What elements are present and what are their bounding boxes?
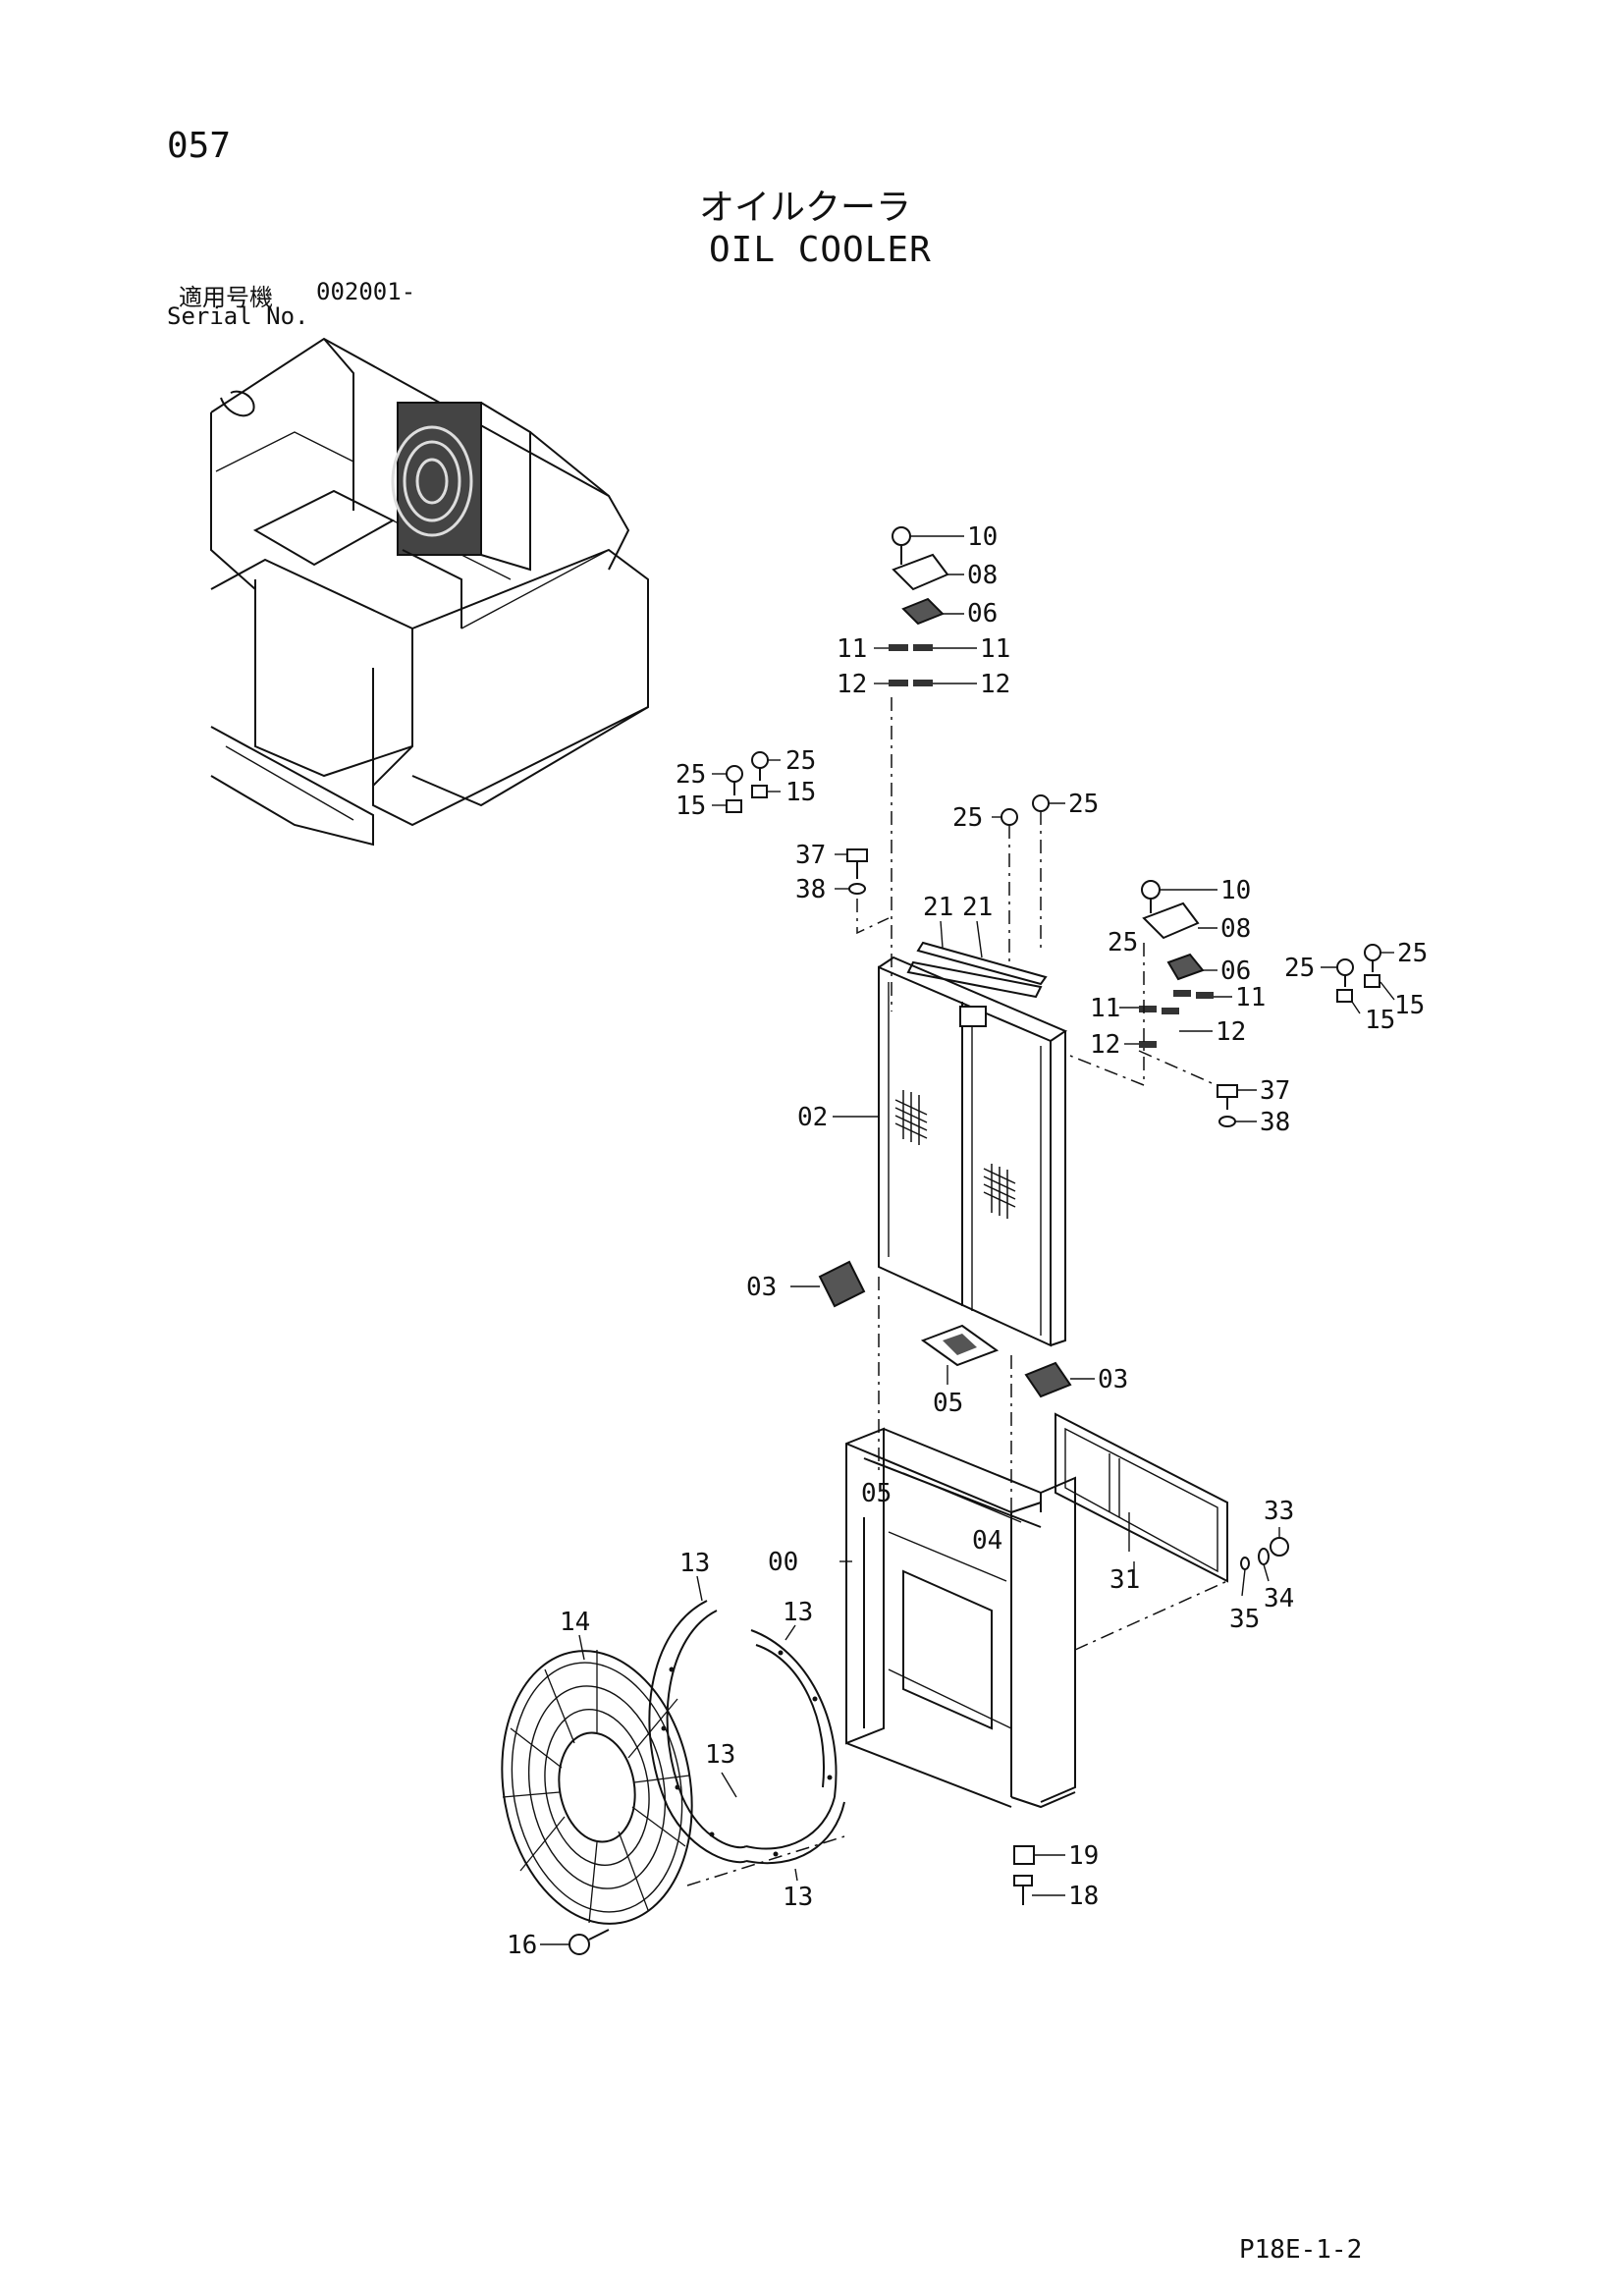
label-12b: 12 bbox=[980, 670, 1010, 699]
serial-label-english: Serial No. bbox=[167, 302, 309, 330]
label-25f: 25 bbox=[1284, 954, 1315, 983]
oil-cooler-core-02 bbox=[833, 956, 1068, 1347]
label-15b: 15 bbox=[785, 778, 816, 807]
bolt-37-washer-38-left bbox=[835, 848, 890, 935]
label-37b: 37 bbox=[1260, 1076, 1290, 1106]
label-05b: 05 bbox=[861, 1479, 892, 1508]
label-19: 19 bbox=[1068, 1841, 1099, 1871]
label-25b: 25 bbox=[785, 746, 816, 776]
label-00: 00 bbox=[768, 1548, 798, 1577]
label-15d: 15 bbox=[1394, 991, 1425, 1020]
label-25d: 25 bbox=[1068, 790, 1099, 819]
label-10a: 10 bbox=[967, 522, 998, 552]
label-14: 14 bbox=[560, 1608, 590, 1637]
title-english: OIL COOLER bbox=[709, 230, 932, 270]
title-japanese: オイルクーラ bbox=[699, 188, 912, 228]
plates-21 bbox=[906, 920, 1048, 999]
mount-brackets-03-plate-05 bbox=[790, 1260, 1095, 1398]
label-06b: 06 bbox=[1220, 957, 1251, 986]
label-13b: 13 bbox=[783, 1598, 813, 1627]
label-06a: 06 bbox=[967, 599, 998, 629]
label-33: 33 bbox=[1264, 1497, 1294, 1526]
page-number: 057 bbox=[167, 126, 232, 166]
label-10b: 10 bbox=[1220, 876, 1251, 905]
label-25g: 25 bbox=[1397, 939, 1428, 968]
right-bracket-stack bbox=[1069, 880, 1232, 1091]
part-labels: 10 08 06 11 11 12 12 25 25 15 15 25 25 3… bbox=[507, 522, 1428, 1960]
label-11d: 11 bbox=[1090, 994, 1120, 1023]
label-31: 31 bbox=[1109, 1565, 1140, 1595]
label-38a: 38 bbox=[795, 875, 826, 904]
label-21a: 21 bbox=[923, 893, 953, 922]
right-bolt-pair bbox=[1321, 944, 1395, 1014]
label-12d: 12 bbox=[1090, 1030, 1120, 1060]
label-13a: 13 bbox=[679, 1549, 710, 1578]
label-13c: 13 bbox=[705, 1740, 735, 1770]
left-bolt-pair bbox=[712, 751, 781, 813]
serial-value: 002001- bbox=[316, 278, 416, 305]
label-02: 02 bbox=[797, 1103, 828, 1132]
label-34: 34 bbox=[1264, 1584, 1294, 1613]
label-25a: 25 bbox=[676, 760, 706, 790]
fan-guard-14 bbox=[501, 1634, 845, 1925]
center-bolt-pair bbox=[992, 794, 1065, 962]
upper-bracket-stack bbox=[874, 526, 977, 1011]
bolt-37-washer-38-right bbox=[1217, 1084, 1257, 1127]
label-12a: 12 bbox=[837, 670, 867, 699]
label-37a: 37 bbox=[795, 841, 826, 870]
machine-overview-illustration bbox=[210, 337, 649, 847]
bolt-10a bbox=[892, 526, 911, 546]
serial-label-japanese: 適用号機 bbox=[179, 284, 273, 311]
label-11c: 11 bbox=[1235, 983, 1266, 1012]
side-cover-31 bbox=[1055, 1412, 1228, 1651]
label-04: 04 bbox=[972, 1526, 1002, 1556]
label-18: 18 bbox=[1068, 1882, 1099, 1911]
label-15c: 15 bbox=[1365, 1006, 1395, 1035]
label-25e: 25 bbox=[1108, 928, 1138, 957]
label-11a: 11 bbox=[837, 634, 867, 664]
bracket-06a bbox=[901, 597, 945, 626]
label-08a: 08 bbox=[967, 561, 998, 590]
label-05a: 05 bbox=[933, 1389, 963, 1418]
label-15a: 15 bbox=[676, 792, 706, 821]
label-03a: 03 bbox=[746, 1273, 777, 1302]
label-03b: 03 bbox=[1098, 1365, 1128, 1394]
label-35: 35 bbox=[1229, 1605, 1260, 1634]
mount-19-bolt-18 bbox=[1013, 1845, 1065, 1905]
label-38b: 38 bbox=[1260, 1108, 1290, 1137]
label-16: 16 bbox=[507, 1931, 537, 1960]
label-25c: 25 bbox=[952, 803, 983, 833]
bolt-16 bbox=[540, 1929, 610, 1955]
figure-code: P18E-1-2 bbox=[1239, 2235, 1363, 2265]
label-13d: 13 bbox=[783, 1883, 813, 1912]
label-11b: 11 bbox=[980, 634, 1010, 664]
bolts-33-34-35 bbox=[1240, 1527, 1289, 1597]
label-08b: 08 bbox=[1220, 914, 1251, 944]
label-21b: 21 bbox=[962, 893, 993, 922]
gaskets-13 bbox=[648, 1575, 845, 1882]
label-12c: 12 bbox=[1216, 1017, 1246, 1047]
radiator-frame-00 bbox=[839, 1427, 1076, 1809]
